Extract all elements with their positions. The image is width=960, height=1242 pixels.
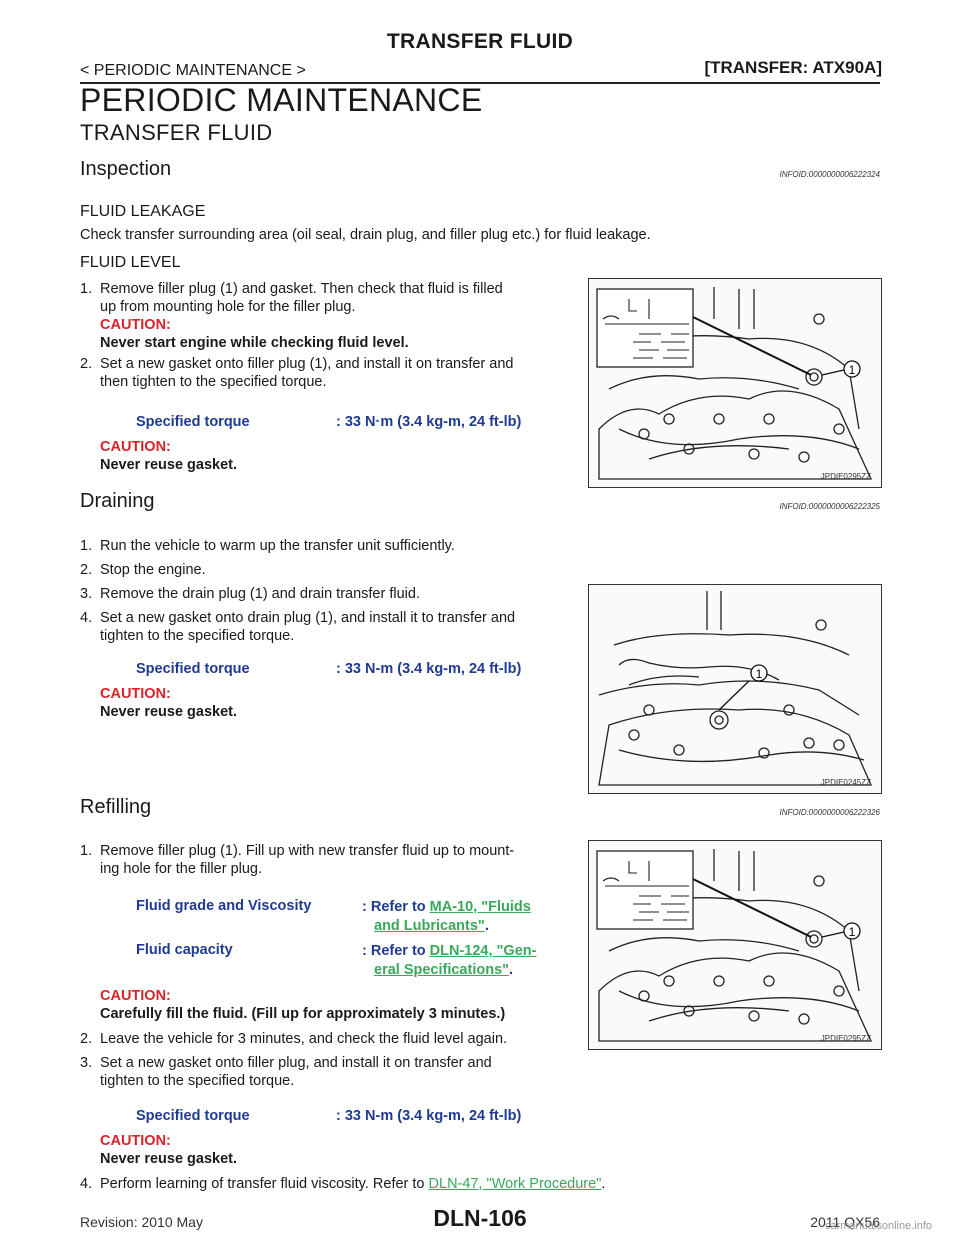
caution-label: CAUTION:: [100, 317, 171, 333]
spec-torque-value: : 33 N·m (3.4 kg-m, 24 ft-lb): [336, 414, 522, 430]
page-subheading: TRANSFER FLUID: [80, 120, 273, 145]
header-divider: [80, 82, 880, 84]
draining-step-3: 3. Remove the drain plug (1) and drain tr…: [80, 585, 420, 603]
link-ma-10-fluids[interactable]: MA-10, "Fluids: [429, 899, 531, 915]
step-number: 4.: [80, 1176, 93, 1192]
refilling-step-3: 3. Set a new gasket onto filler plug, and…: [80, 1054, 580, 1090]
fluid-leakage-title: FLUID LEAKAGE: [80, 203, 206, 220]
spec-torque-label: Specified torque: [136, 414, 250, 430]
header-model-label: [TRANSFER: ATX90A]: [704, 58, 882, 77]
figure-code: JPDIE0295ZZ: [820, 472, 871, 481]
link-dln-47-work-procedure[interactable]: DLN-47, "Work Procedure": [428, 1176, 602, 1192]
step-text: Perform learning of transfer fluid visco…: [100, 1176, 429, 1192]
step-text: Run the vehicle to warm up the transfer …: [100, 538, 455, 554]
step-number: 1.: [80, 281, 93, 297]
spec-torque-label: Specified torque: [136, 1108, 250, 1124]
refer-suffix: .: [509, 962, 514, 978]
refer-prefix: : Refer to: [362, 899, 430, 915]
step-number: 3.: [80, 1055, 93, 1071]
draining-step-2: 2. Stop the engine.: [80, 561, 206, 579]
header-section-label: < PERIODIC MAINTENANCE >: [80, 62, 306, 79]
spec-torque-label: Specified torque: [136, 661, 250, 677]
step-suffix: .: [601, 1176, 606, 1192]
caution-text: Never reuse gasket.: [100, 457, 238, 473]
spec-torque-value: : 33 N-m (3.4 kg-m, 24 ft-lb): [336, 661, 522, 677]
step-number: 1.: [80, 843, 93, 859]
site-watermark: carmanualsonline.info: [824, 1220, 932, 1232]
footer-revision: Revision: 2010 May: [80, 1214, 203, 1230]
fluid-level-title: FLUID LEVEL: [80, 254, 181, 271]
caution-label: CAUTION:: [100, 439, 171, 455]
step-text: ing hole for the filler plug.: [100, 861, 263, 877]
refilling-infoid: INFOID:0000000006222326: [779, 808, 880, 817]
inspection-title: Inspection: [80, 158, 172, 180]
footer-page-code: DLN-106: [433, 1205, 527, 1231]
caution-text: Never reuse gasket.: [100, 704, 238, 720]
callout-number: 1: [849, 925, 856, 939]
footer-model-year: 2011 QX56: [810, 1214, 880, 1230]
fluid-capacity-value: : Refer to DLN-124, "Gen- eral Specifica…: [362, 942, 536, 980]
refilling-title: Refilling: [80, 796, 152, 818]
step-text: Set a new gasket onto drain plug (1), an…: [100, 610, 516, 626]
refer-prefix: : Refer to: [362, 943, 430, 959]
draining-step-4: 4. Set a new gasket onto drain plug (1), …: [80, 609, 580, 645]
step-text: tighten to the specified torque.: [100, 628, 295, 644]
step-text: Remove the drain plug (1) and drain tran…: [100, 586, 420, 602]
step-number: 2.: [80, 356, 93, 372]
draining-title: Draining: [80, 490, 155, 512]
fluid-capacity-label: Fluid capacity: [136, 942, 233, 958]
step-number: 2.: [80, 1031, 93, 1047]
page-heading: PERIODIC MAINTENANCE: [80, 82, 483, 118]
caution-text: Carefully fill the fluid. (Fill up for a…: [100, 1006, 506, 1022]
refilling-step-2: 2. Leave the vehicle for 3 minutes, and c…: [80, 1030, 507, 1048]
caution-text: Never reuse gasket.: [100, 1151, 238, 1167]
caution-label: CAUTION:: [100, 1133, 171, 1149]
step-number: 1.: [80, 538, 93, 554]
step-number: 3.: [80, 586, 93, 602]
fluid-grade-label: Fluid grade and Viscosity: [136, 898, 312, 914]
inspection-infoid: INFOID:0000000006222324: [779, 170, 880, 179]
step-number: 2.: [80, 562, 93, 578]
step-text: Leave the vehicle for 3 minutes, and che…: [100, 1031, 508, 1047]
step-text: then tighten to the specified torque.: [100, 374, 327, 390]
callout-number: 1: [849, 363, 856, 377]
link-ma-10-fluids-cont[interactable]: and Lubricants": [374, 918, 485, 934]
refill-plug-figure: 1 JPDIE0295ZZ: [588, 840, 882, 1050]
draining-step-1: 1. Run the vehicle to warm up the transfe…: [80, 537, 455, 555]
page-header-title: TRANSFER FLUID: [386, 30, 574, 53]
step-text: Set a new gasket onto filler plug, and i…: [100, 1055, 492, 1071]
spec-torque-value: : 33 N-m (3.4 kg-m, 24 ft-lb): [336, 1108, 522, 1124]
callout-number: 1: [756, 667, 763, 681]
refilling-step-1: 1. Remove filler plug (1). Fill up with n…: [80, 842, 580, 878]
fluid-grade-value: : Refer to MA-10, "Fluids and Lubricants…: [362, 898, 531, 936]
step-text: Remove filler plug (1). Fill up with new…: [100, 843, 515, 859]
refer-suffix: .: [484, 918, 489, 934]
caution-label: CAUTION:: [100, 686, 171, 702]
transfer-drain-illustration: 1: [598, 591, 872, 786]
link-dln-124-specs[interactable]: DLN-124, "Gen-: [429, 943, 537, 959]
step-text: tighten to the specified torque.: [100, 1073, 295, 1089]
step-text: up from mounting hole for the filler plu…: [100, 299, 356, 315]
drain-plug-figure: 1 JPDIE0245ZZ: [588, 584, 882, 794]
caution-label: CAUTION:: [100, 988, 171, 1004]
step-text: Stop the engine.: [100, 562, 206, 578]
draining-infoid: INFOID:0000000006222325: [779, 502, 880, 511]
inspection-step-2: 2. Set a new gasket onto filler plug (1),…: [80, 355, 580, 391]
fluid-leakage-text: Check transfer surrounding area (oil sea…: [80, 227, 651, 243]
link-dln-124-specs-cont[interactable]: eral Specifications": [374, 962, 510, 978]
inspection-step-1: 1. Remove filler plug (1) and gasket. The…: [80, 280, 580, 352]
transfer-filler-illustration: 1: [596, 287, 873, 480]
caution-text: Never start engine while checking fluid …: [100, 335, 409, 351]
refilling-step-4: 4. Perform learning of transfer fluid vis…: [80, 1175, 605, 1193]
figure-code: JPDIE0295ZZ: [820, 1034, 871, 1043]
step-text: Set a new gasket onto filler plug (1), a…: [100, 356, 514, 372]
transfer-refill-illustration: 1: [596, 849, 873, 1042]
step-text: Remove filler plug (1) and gasket. Then …: [100, 281, 503, 297]
figure-code: JPDIE0245ZZ: [820, 778, 871, 787]
filler-plug-figure: 1 JPDIE0295ZZ: [588, 278, 882, 488]
step-number: 4.: [80, 610, 93, 626]
